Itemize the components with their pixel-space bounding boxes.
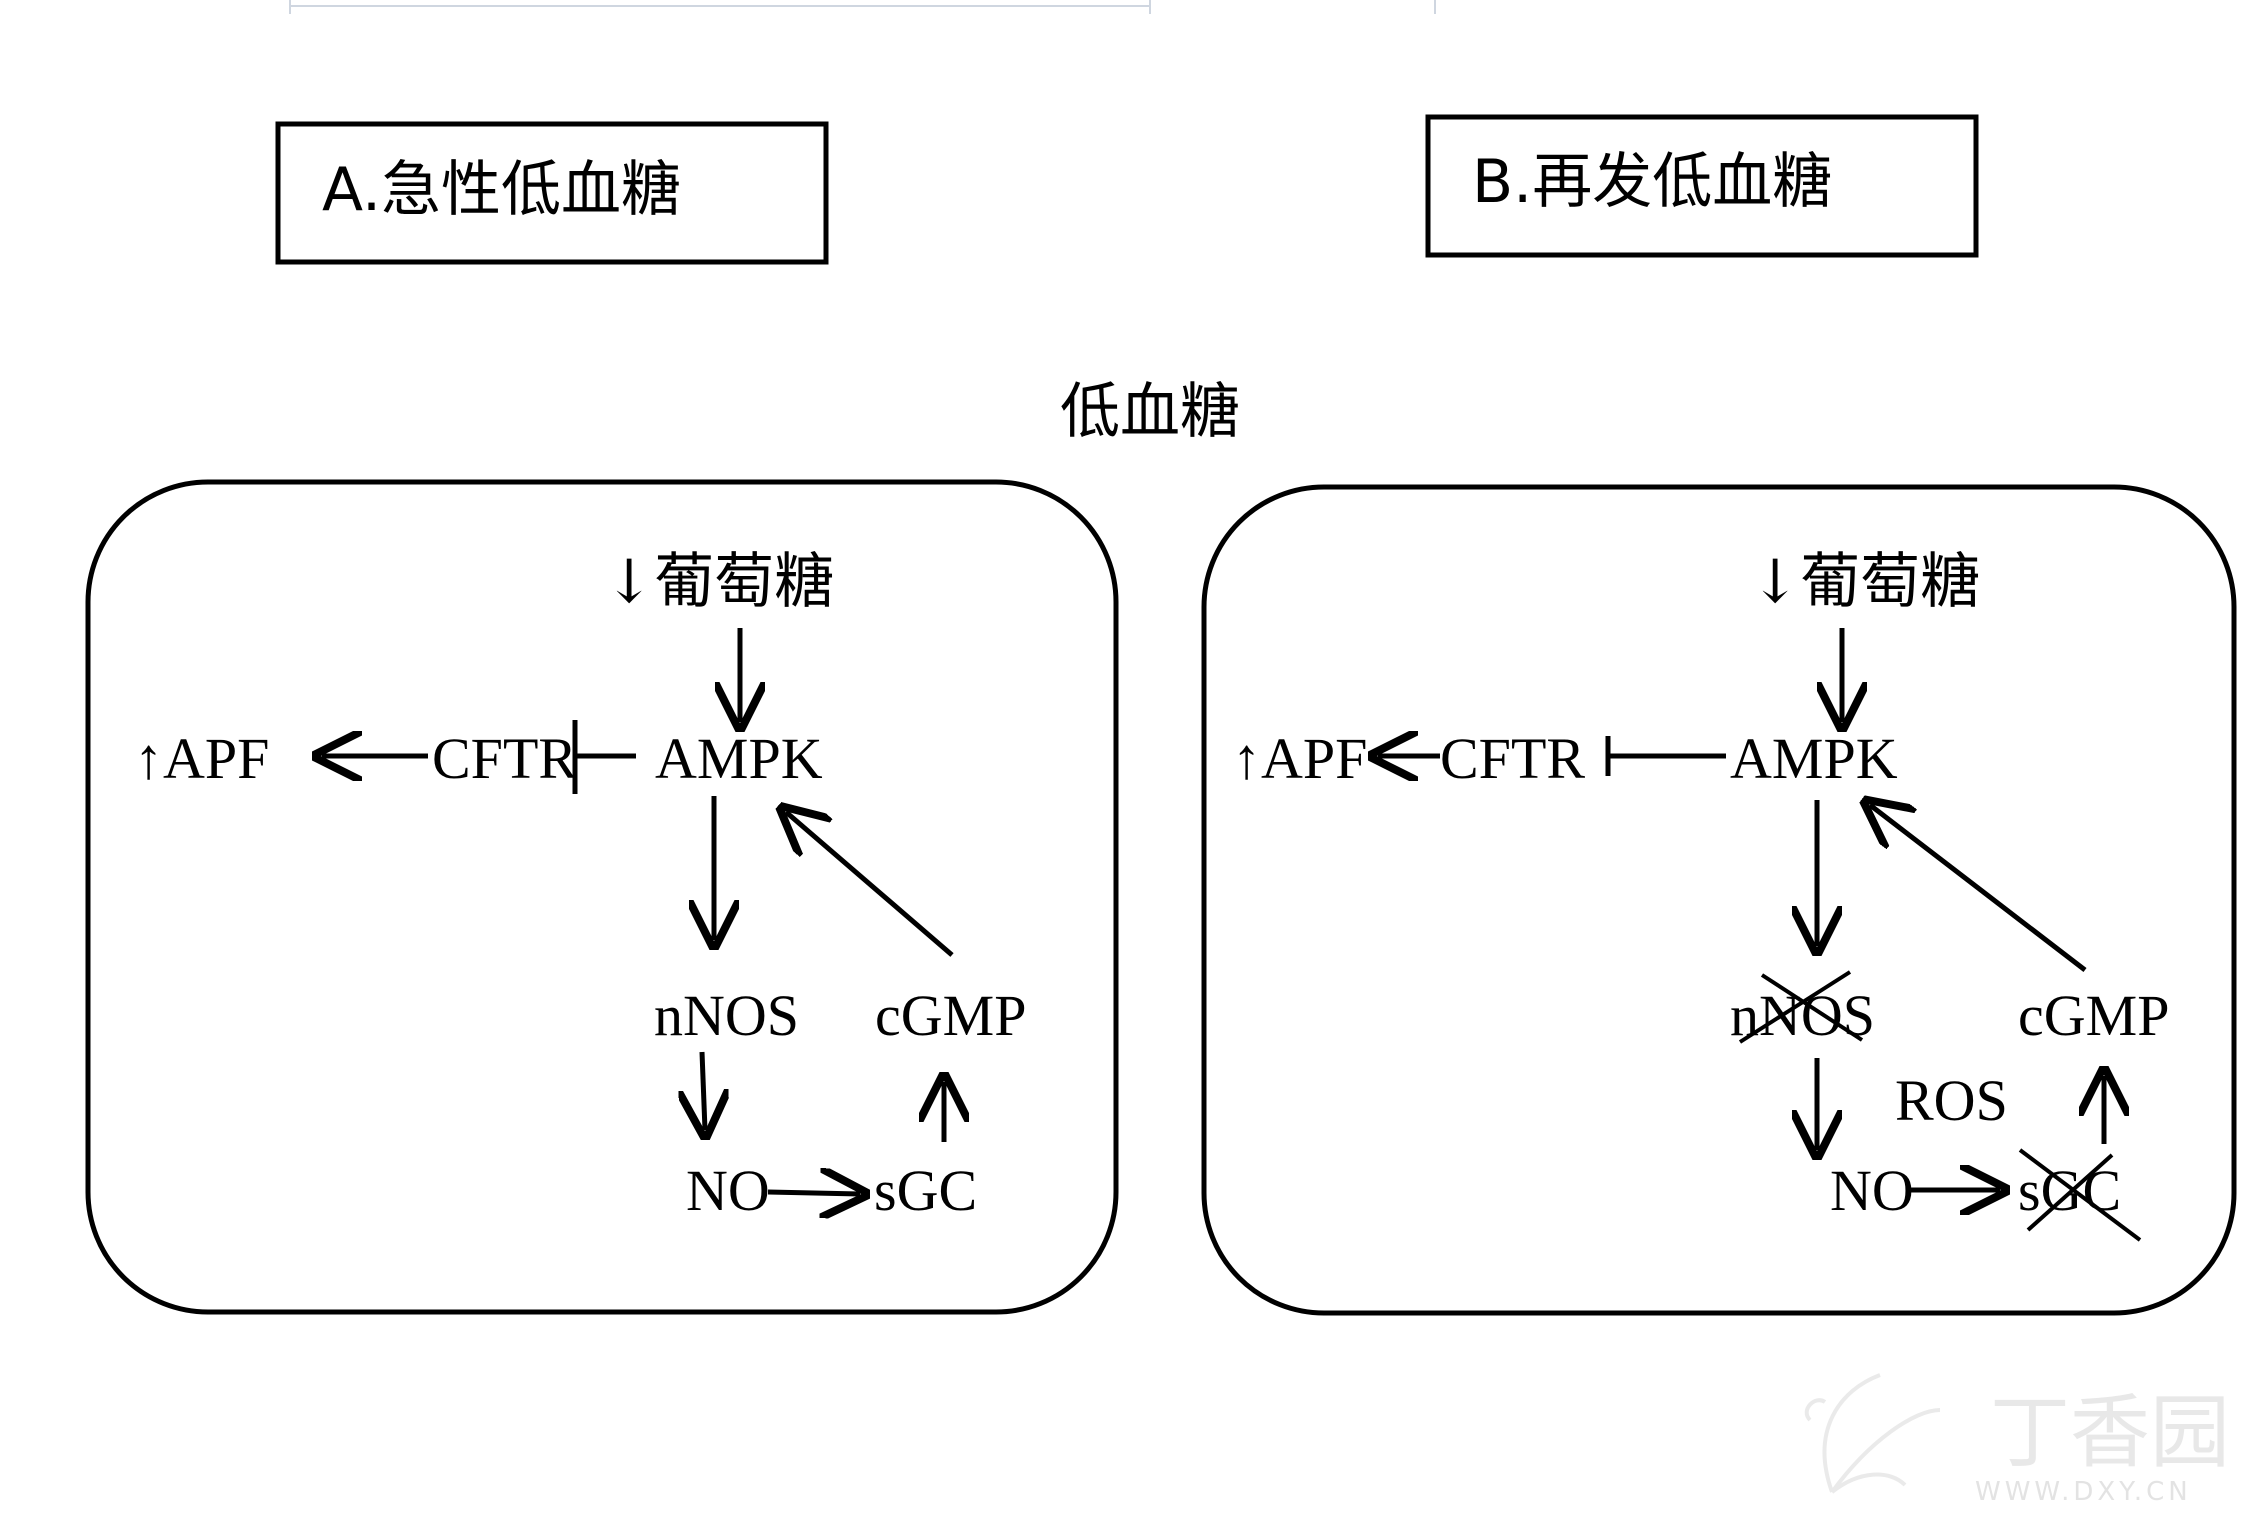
panel-a-apf: ↑APF	[134, 726, 269, 791]
panel-a-title: A.急性低血糖	[322, 155, 681, 225]
panel-b-cftr: CFTR	[1440, 726, 1585, 791]
panel-b-glucose: ↓葡萄糖	[1750, 547, 1980, 617]
panel-a: ↓葡萄糖 ↑APF CFTR AMPK nNOS cGMP NO sGC	[85, 479, 1119, 1315]
top-rule-marks	[289, 0, 1436, 14]
sgc-cross-mark	[2018, 1148, 2142, 1242]
panel-b-apf: ↑APF	[1232, 726, 1367, 791]
nnos-cross-mark	[1738, 970, 1864, 1044]
watermark-brand: 丁香园	[1990, 1386, 2230, 1479]
panel-b: ↓葡萄糖 ↑APF CFTR AMPK nNOS cGMP ROS NO sGC	[1201, 484, 2237, 1316]
panel-b-cross-marks	[1738, 970, 2142, 1242]
panel-a-sgc: sGC	[874, 1158, 977, 1223]
watermark-url: WWW.DXY.CN	[1975, 1477, 2192, 1507]
panel-a-glucose: ↓葡萄糖	[604, 547, 834, 617]
panel-b-frame	[1201, 484, 2237, 1316]
panel-a-ampk: AMPK	[655, 726, 823, 791]
edge-cgmp-ampk	[786, 812, 954, 957]
panel-b-title-box: B.再发低血糖	[1425, 114, 1979, 258]
watermark: 丁香园 WWW.DXY.CN	[1804, 1373, 2230, 1507]
panel-b-title: B.再发低血糖	[1472, 147, 1832, 217]
panel-a-edges	[322, 628, 952, 1194]
panel-b-nnos: nNOS	[1730, 983, 1875, 1048]
edge-b-cgmp-ampk	[1870, 805, 2087, 972]
panel-a-no: NO	[686, 1158, 770, 1223]
center-label: 低血糖	[1060, 377, 1240, 447]
panel-a-cgmp: cGMP	[875, 983, 1026, 1048]
panel-a-cftr: CFTR	[432, 726, 577, 791]
panel-b-ros: ROS	[1895, 1068, 2008, 1133]
panel-a-nnos: nNOS	[654, 983, 799, 1048]
panel-b-cgmp: cGMP	[2018, 983, 2169, 1048]
panel-b-ampk: AMPK	[1730, 726, 1898, 791]
panel-b-no: NO	[1830, 1158, 1914, 1223]
panel-a-title-box: A.急性低血糖	[275, 121, 829, 265]
edge-no-sgc	[767, 1192, 860, 1194]
panel-a-frame	[85, 479, 1119, 1315]
edge-nnos-no	[702, 1051, 705, 1130]
panel-b-edges	[1378, 628, 2104, 1190]
watermark-leaf-icon	[1804, 1373, 1941, 1494]
